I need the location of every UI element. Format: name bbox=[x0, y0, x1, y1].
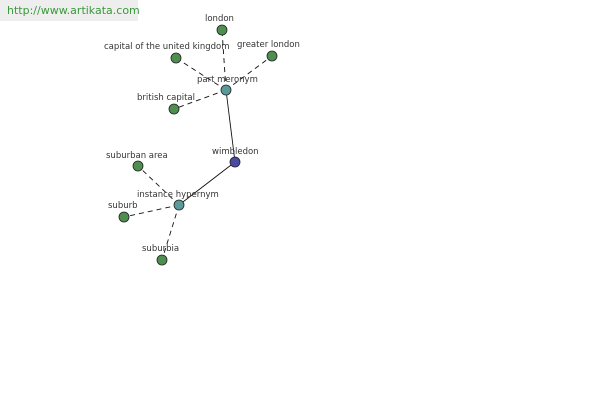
edge-part-meronym-to-greater-london bbox=[225, 55, 273, 91]
node-suburb[interactable]: suburb bbox=[108, 201, 138, 223]
node-circle-part-meronym[interactable] bbox=[220, 84, 232, 96]
node-label-capital-of-the-united-kingdom: capital of the united kingdom bbox=[104, 42, 230, 52]
node-circle-suburbia[interactable] bbox=[156, 254, 168, 266]
edge-instance-hypernym-to-suburban-area bbox=[137, 165, 180, 206]
node-circle-suburb[interactable] bbox=[118, 211, 130, 223]
edge-wimbledon-to-part-meronym bbox=[225, 89, 236, 163]
node-label-part-meronym: part meronym bbox=[197, 75, 258, 85]
node-label-greater-london: greater london bbox=[237, 40, 300, 50]
edge-instance-hypernym-to-suburbia bbox=[161, 204, 180, 261]
node-circle-suburban-area[interactable] bbox=[132, 160, 144, 172]
edge-instance-hypernym-to-suburb bbox=[123, 204, 180, 218]
node-label-suburban-area: suburban area bbox=[106, 151, 168, 161]
edge-part-meronym-to-london bbox=[221, 29, 227, 91]
nodes-layer: wimbledon part meronym instance hypernym lo… bbox=[104, 14, 300, 266]
node-wimbledon[interactable]: wimbledon bbox=[212, 147, 259, 168]
node-label-wimbledon: wimbledon bbox=[212, 147, 259, 157]
source-bar: http://www.artikata.com bbox=[0, 0, 140, 21]
edge-part-meronym-to-capital-of-the-united-kingdom bbox=[175, 57, 227, 91]
node-label-suburbia: suburbia bbox=[142, 244, 179, 254]
node-label-british-capital: british capital bbox=[137, 93, 195, 103]
node-london[interactable]: london bbox=[205, 14, 234, 36]
node-circle-greater-london[interactable] bbox=[266, 50, 278, 62]
node-circle-british-capital[interactable] bbox=[168, 103, 180, 115]
edge-wimbledon-to-instance-hypernym bbox=[178, 161, 236, 206]
node-label-suburb: suburb bbox=[108, 201, 138, 211]
node-circle-instance-hypernym[interactable] bbox=[173, 199, 185, 211]
edge-part-meronym-to-british-capital bbox=[173, 89, 227, 110]
node-circle-wimbledon[interactable] bbox=[229, 156, 241, 168]
node-label-london: london bbox=[205, 14, 234, 24]
node-instance-hypernym[interactable]: instance hypernym bbox=[137, 190, 219, 211]
node-suburban-area[interactable]: suburban area bbox=[106, 151, 168, 172]
node-capital-of-the-united-kingdom[interactable]: capital of the united kingdom bbox=[104, 42, 230, 64]
node-label-instance-hypernym: instance hypernym bbox=[137, 190, 219, 200]
node-circle-capital-of-the-united-kingdom[interactable] bbox=[170, 52, 182, 64]
node-suburbia[interactable]: suburbia bbox=[142, 244, 179, 266]
node-part-meronym[interactable]: part meronym bbox=[197, 75, 258, 96]
source-link[interactable]: http://www.artikata.com bbox=[7, 4, 140, 17]
node-british-capital[interactable]: british capital bbox=[137, 93, 195, 115]
edges-layer bbox=[123, 29, 273, 261]
node-greater-london[interactable]: greater london bbox=[237, 40, 300, 62]
node-circle-london[interactable] bbox=[216, 24, 228, 36]
